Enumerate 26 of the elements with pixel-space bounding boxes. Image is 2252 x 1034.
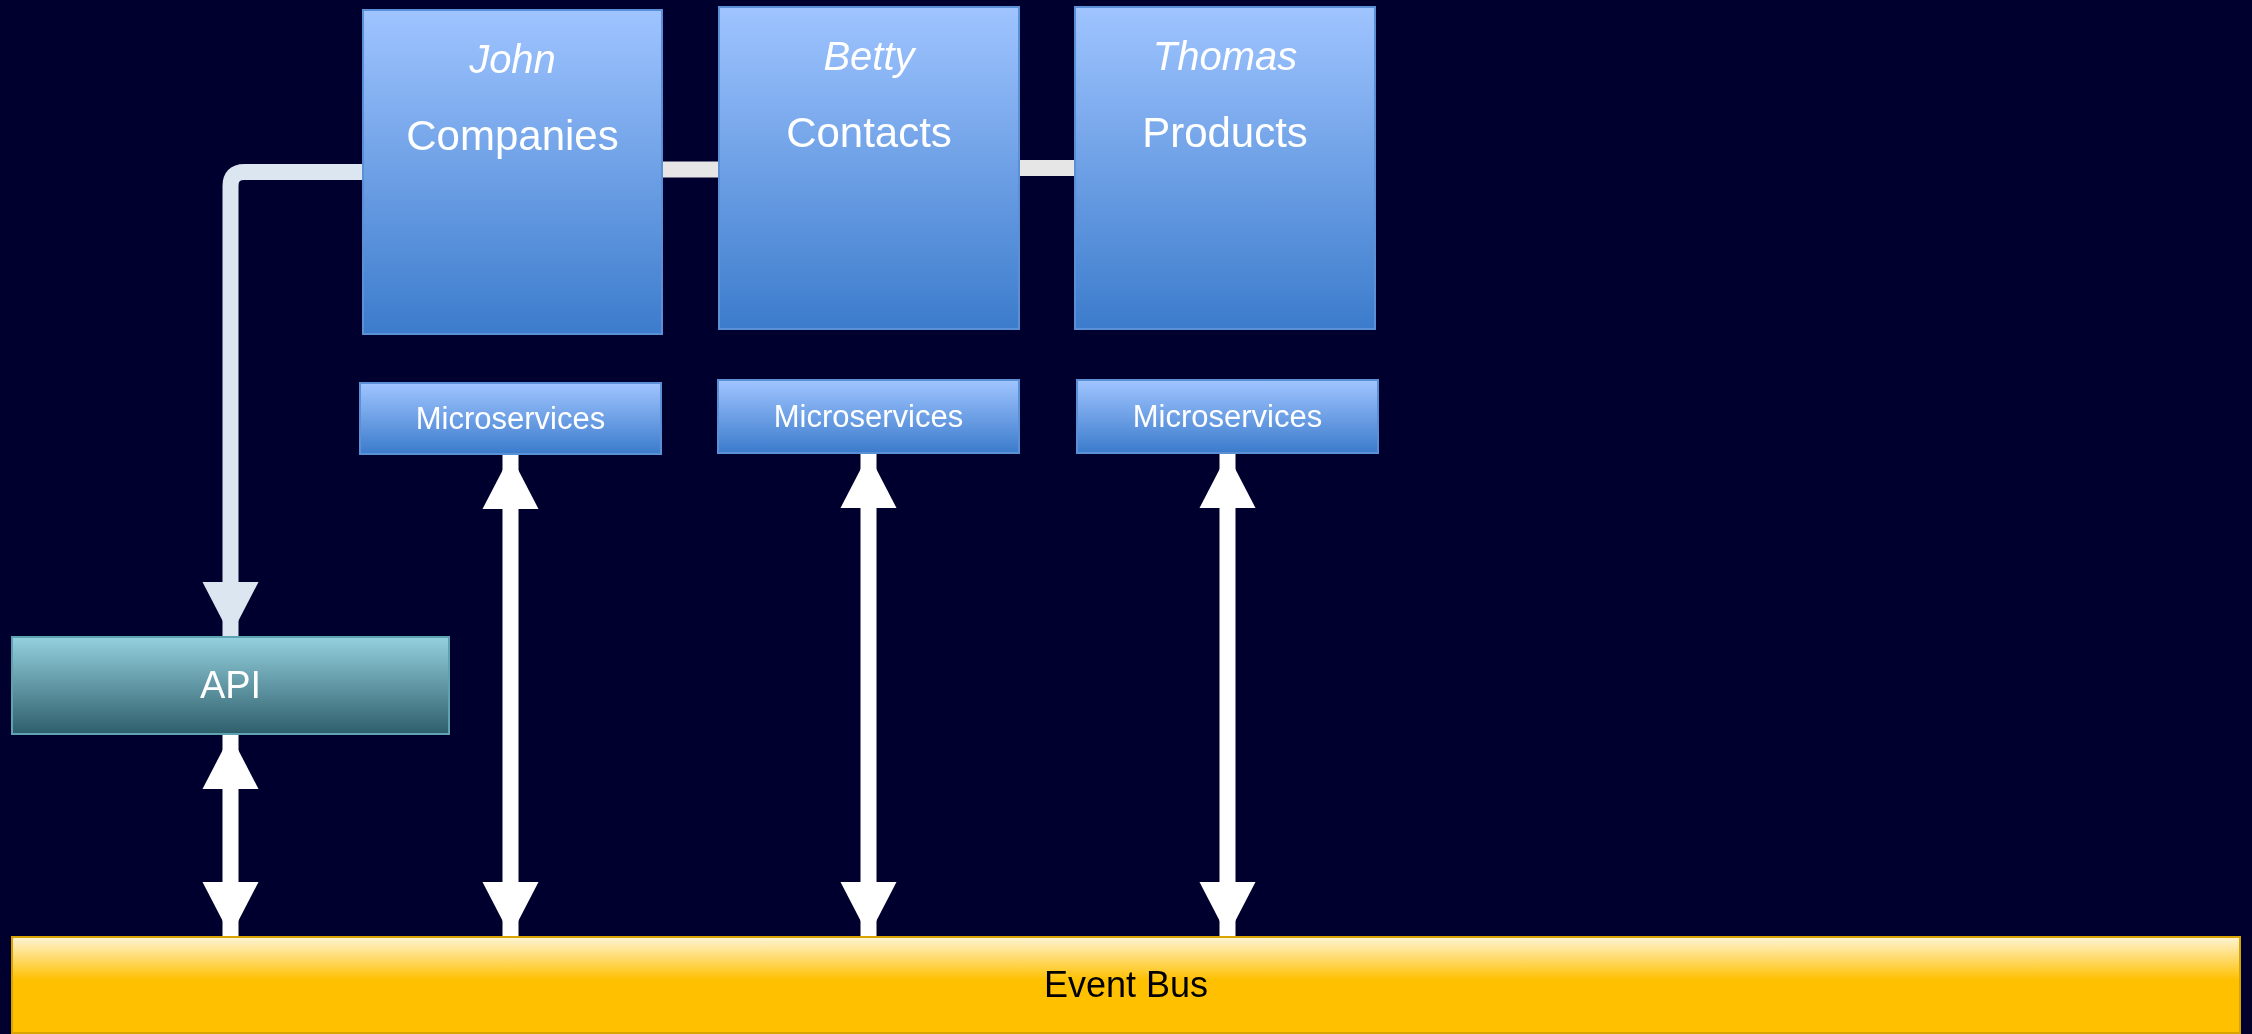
connector-line (1020, 160, 1074, 176)
box-title: Products (1142, 109, 1308, 157)
double-arrow (840, 454, 897, 936)
service-box (1076, 379, 1379, 454)
event-bus-bar (11, 936, 2241, 1034)
box-label: Event Bus (1043, 964, 1209, 1006)
owner-name: John (469, 37, 556, 82)
arrow (202, 164, 362, 636)
service-box (359, 382, 662, 455)
box-label: Microservices (1132, 398, 1323, 435)
box-label: Microservices (773, 398, 964, 435)
process-box (362, 9, 663, 335)
box-label: API (199, 664, 262, 707)
process-box (1074, 6, 1376, 330)
box-label: Microservices (415, 400, 606, 437)
api-box (11, 636, 450, 735)
process-box (718, 6, 1020, 330)
double-arrow (202, 735, 259, 936)
service-box (717, 379, 1020, 454)
box-title: Companies (406, 112, 619, 160)
box-title: Contacts (786, 109, 952, 157)
double-arrow (1199, 454, 1256, 936)
double-arrow (482, 455, 539, 936)
owner-name: Thomas (1152, 34, 1298, 79)
connector-line (663, 161, 718, 178)
owner-name: Betty (823, 34, 915, 79)
